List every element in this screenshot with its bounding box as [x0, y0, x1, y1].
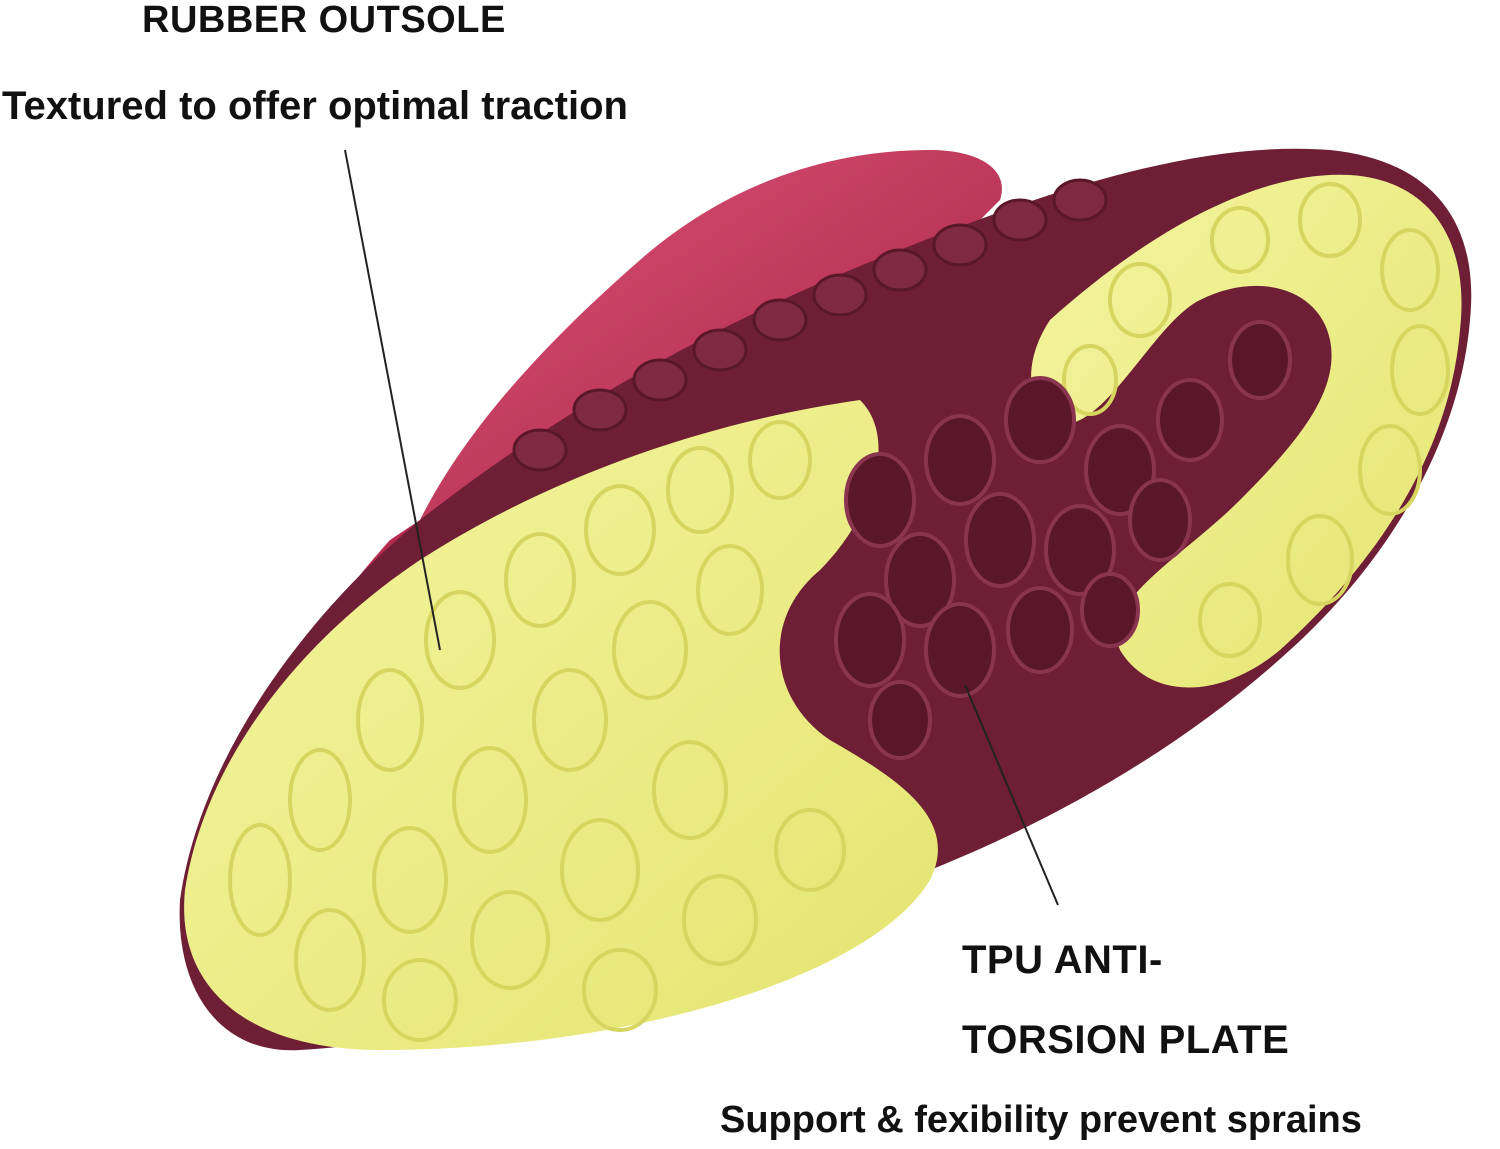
plate-description: Support & fexibility prevent sprains — [720, 1099, 1362, 1141]
heel-tread-pattern — [1062, 182, 1450, 658]
plate-title-line-2: TORSION PLATE — [962, 1018, 1290, 1062]
outsole-leader-line — [344, 149, 441, 651]
outsole-description: Textured to offer optimal traction — [2, 84, 628, 128]
forefoot-tread-pattern — [228, 420, 846, 1042]
outsole-title: RUBBER OUTSOLE — [142, 0, 506, 41]
tpu-plate-pattern — [834, 320, 1292, 760]
plate-title-line-1: TPU ANTI- — [962, 938, 1163, 982]
midsole-side-texture — [512, 178, 1108, 472]
plate-leader-line — [964, 684, 1059, 906]
